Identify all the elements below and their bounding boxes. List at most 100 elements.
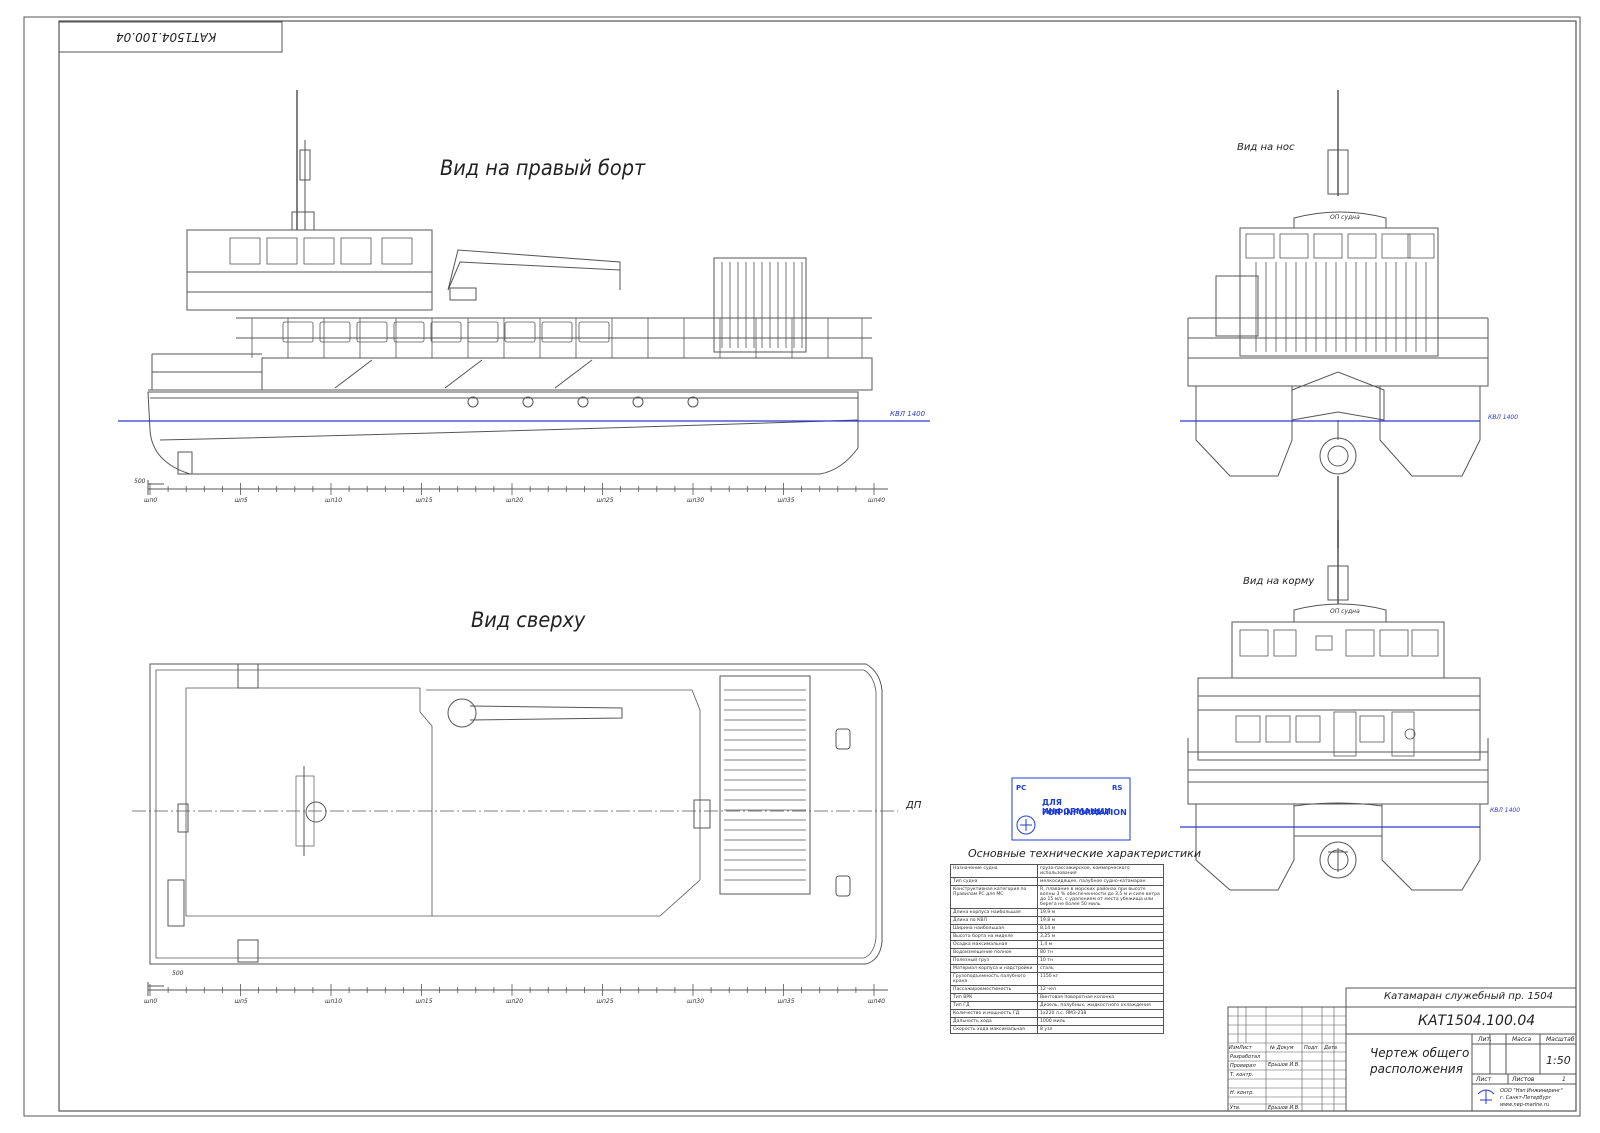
spec-name: Конструктивная категория по Правилам РС … [950, 885, 1038, 909]
spec-value: 12 чел [1037, 985, 1164, 994]
waterline-label-side: КВЛ 1400 [890, 410, 926, 418]
spec-value: Дизель, палубных, жидкостного охлаждения [1037, 1001, 1164, 1010]
spec-name: Назначение судна [950, 864, 1038, 878]
spec-value: мелкосидящее, палубное судно-катамаран [1037, 877, 1164, 886]
col-lit: Лит. [1478, 1036, 1492, 1043]
centerline-label: ДП [906, 800, 922, 811]
top-view [147, 663, 888, 996]
spec-value: 3,25 м [1037, 932, 1164, 941]
bow-view [1187, 90, 1489, 548]
spec-value: 80 тн [1037, 948, 1164, 957]
stern-view [1187, 520, 1489, 891]
registry-stamp-frame [1011, 777, 1131, 841]
side-view-title: Вид на правый борт [440, 156, 646, 180]
developer-name: Ерьшов И.В. [1268, 1062, 1300, 1068]
drawing-designation: КАТ1504.100.04 [1418, 1013, 1536, 1029]
spec-name: Пассажировместимость [950, 985, 1038, 994]
frame-label: шп30 [687, 497, 705, 504]
drawing-name-line2: расположения [1370, 1062, 1463, 1076]
spec-value: 8 узл [1037, 1025, 1164, 1034]
stamp-line1: ДЛЯ ИНФОРМАЦИИ [1042, 798, 1111, 816]
frame-label: шп35 [777, 998, 795, 1005]
spec-name: Тип ГД [950, 1001, 1038, 1010]
frame-label: шп15 [415, 497, 433, 504]
top-scale-step: 500 [172, 970, 184, 977]
spec-name: Ширина наибольшая [950, 924, 1038, 933]
spec-value: грузо-пассажирское, коммерческого исполь… [1037, 864, 1164, 878]
frame-label: шп35 [777, 497, 795, 504]
spec-value: 1150 кг [1037, 972, 1164, 986]
side-scale-step: 500 [134, 478, 146, 485]
title-block-header: Дата [1324, 1045, 1337, 1051]
title-block-role: Н. контр. [1230, 1090, 1254, 1096]
title-block-header: Подп [1304, 1045, 1318, 1051]
title-block-role: Разработал [1230, 1054, 1261, 1060]
frame-label: шп30 [687, 998, 705, 1005]
frame-label: шп20 [506, 998, 524, 1005]
spec-name: Дальность хода [950, 1017, 1038, 1026]
registry-stamp: РС RS ДЛЯ ИНФОРМАЦИИ FOR INFORMATION [1012, 776, 1130, 840]
title-block-header: Изм [1229, 1045, 1240, 1051]
frame-label: шп10 [325, 497, 343, 504]
approver-name: Ерьшов И.В. [1268, 1105, 1300, 1111]
stern-light-label: ОП судна [1330, 608, 1360, 615]
spec-value: 19,9 м [1037, 908, 1164, 917]
bow-view-title: Вид на нос [1237, 142, 1295, 153]
drawing-code-stamp: КАТ1504.100.04 [116, 30, 217, 44]
spec-name: Материал корпуса и надстройки [950, 964, 1038, 973]
company-logo-icon [1477, 1089, 1495, 1104]
spec-name: Длина по КВЛ [950, 916, 1038, 925]
spec-name: Водоизмещение полное [950, 948, 1038, 957]
frame-label: шп40 [868, 998, 886, 1005]
spec-name: Скорость хода максимальная [950, 1025, 1038, 1034]
specs-title: Основные технические характеристики [968, 847, 1201, 860]
spec-value: 19,8 м [1037, 916, 1164, 925]
sheets-count: 1 [1562, 1076, 1566, 1083]
spec-name: Высота борта на миделе [950, 932, 1038, 941]
spec-name: Количество и мощность ГД [950, 1009, 1038, 1018]
company-line3: www.nep-marine.ru [1500, 1102, 1550, 1108]
title-block-header: Лист [1239, 1045, 1252, 1051]
frame-label: шп15 [415, 998, 433, 1005]
side-view [147, 90, 888, 495]
spec-value: 10 тн [1037, 956, 1164, 965]
top-view-title: Вид сверху [471, 608, 586, 632]
stern-view-title: Вид на корму [1243, 576, 1315, 587]
top-ticks [149, 984, 875, 996]
stamp-left-mark: РС [1016, 784, 1027, 792]
frame-label: шп0 [144, 497, 158, 504]
spec-name: Длина корпуса наибольшая [950, 908, 1038, 917]
company-line1: ООО "Нэп Инжиниринг" [1500, 1088, 1563, 1094]
spec-name: Тип судна [950, 877, 1038, 886]
spec-value: 1000 миль [1037, 1017, 1164, 1026]
company-line2: г. Санкт-Петербург [1500, 1095, 1552, 1101]
drawing-name-line1: Чертеж общего [1370, 1046, 1470, 1060]
sheets-label: Листов [1512, 1076, 1535, 1083]
specs-row: Конструктивная категория по Правилам РС … [950, 885, 1164, 909]
title-block-role: Утв. [1230, 1105, 1241, 1111]
frame-label: шп5 [234, 998, 248, 1005]
title-block-role: Проверил [1230, 1063, 1256, 1069]
title-block-header: № Докум [1270, 1045, 1294, 1051]
spec-value: 1,4 м [1037, 940, 1164, 949]
vessel-name: Катамаран служебный пр. 1504 [1384, 991, 1553, 1002]
frame-label: шп25 [596, 998, 614, 1005]
spec-value: 8,14 м [1037, 924, 1164, 933]
col-scale: Масштаб [1546, 1036, 1575, 1043]
